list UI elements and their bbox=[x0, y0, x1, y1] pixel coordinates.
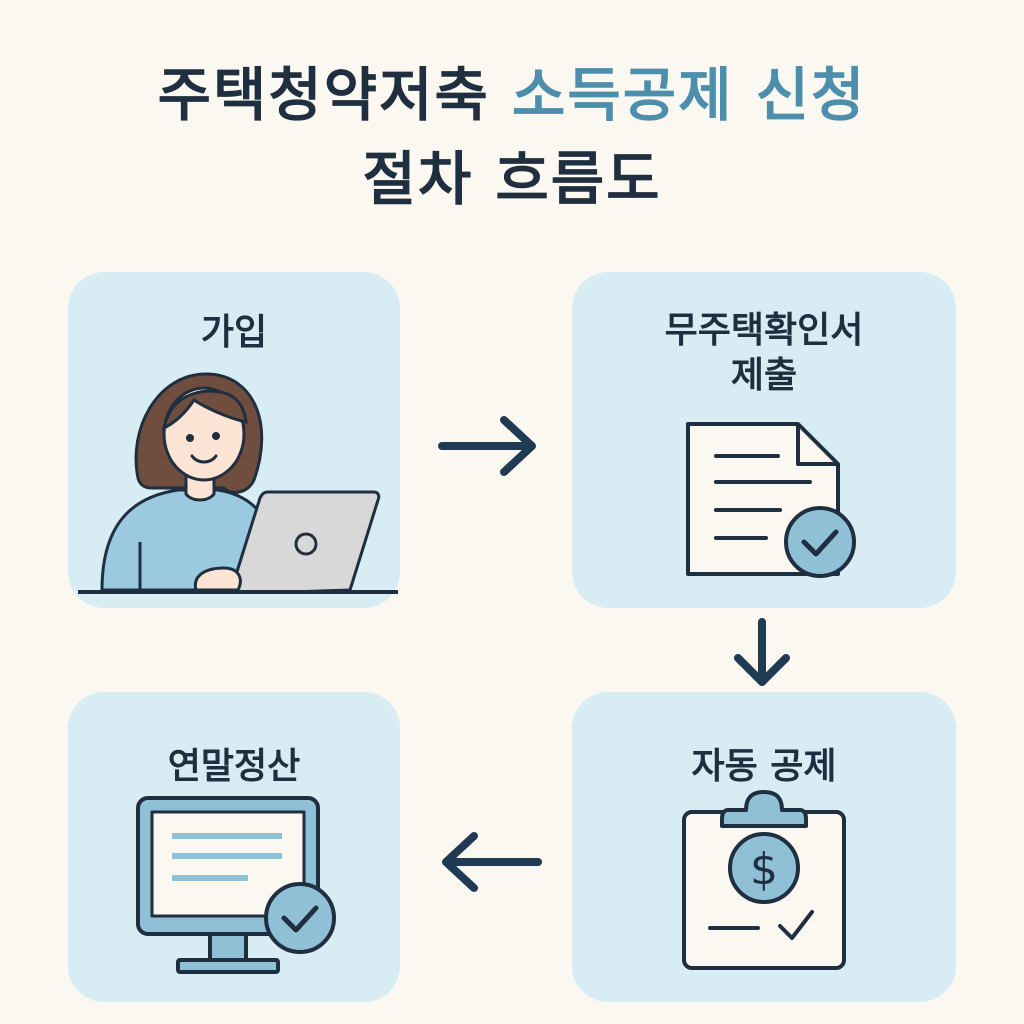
monitor-check-icon bbox=[136, 796, 336, 974]
page-title: 주택청약저축 소득공제 신청 bbox=[0, 66, 1024, 124]
step-card-submit-certificate: 무주택확인서 제출 bbox=[572, 272, 956, 608]
title-main: 주택청약저축 bbox=[157, 61, 512, 129]
svg-text:$: $ bbox=[750, 844, 778, 895]
document-check-icon bbox=[686, 422, 856, 578]
step-card-signup: 가입 bbox=[68, 272, 400, 608]
step-card-auto-deduction: 자동 공제 $ bbox=[572, 692, 956, 1002]
step-label-submit-certificate: 무주택확인서 제출 bbox=[572, 308, 956, 398]
step-label-signup: 가입 bbox=[200, 312, 268, 353]
step-label-auto-deduction: 자동 공제 bbox=[691, 746, 837, 787]
step-label-line1: 무주택확인서 bbox=[664, 310, 864, 351]
step-card-year-end-settlement: 연말정산 bbox=[68, 692, 400, 1002]
arrow-left-icon bbox=[442, 832, 542, 892]
arrow-down-icon bbox=[734, 618, 790, 686]
title-accent: 소득공제 신청 bbox=[512, 61, 867, 129]
step-label-year-end-settlement: 연말정산 bbox=[167, 746, 301, 787]
arrow-right-icon bbox=[438, 416, 536, 476]
page-subtitle: 절차 흐름도 bbox=[362, 145, 662, 213]
clipboard-dollar-icon: $ bbox=[682, 790, 846, 970]
person-with-laptop-icon bbox=[78, 372, 398, 594]
step-label-line2: 제출 bbox=[730, 355, 798, 396]
